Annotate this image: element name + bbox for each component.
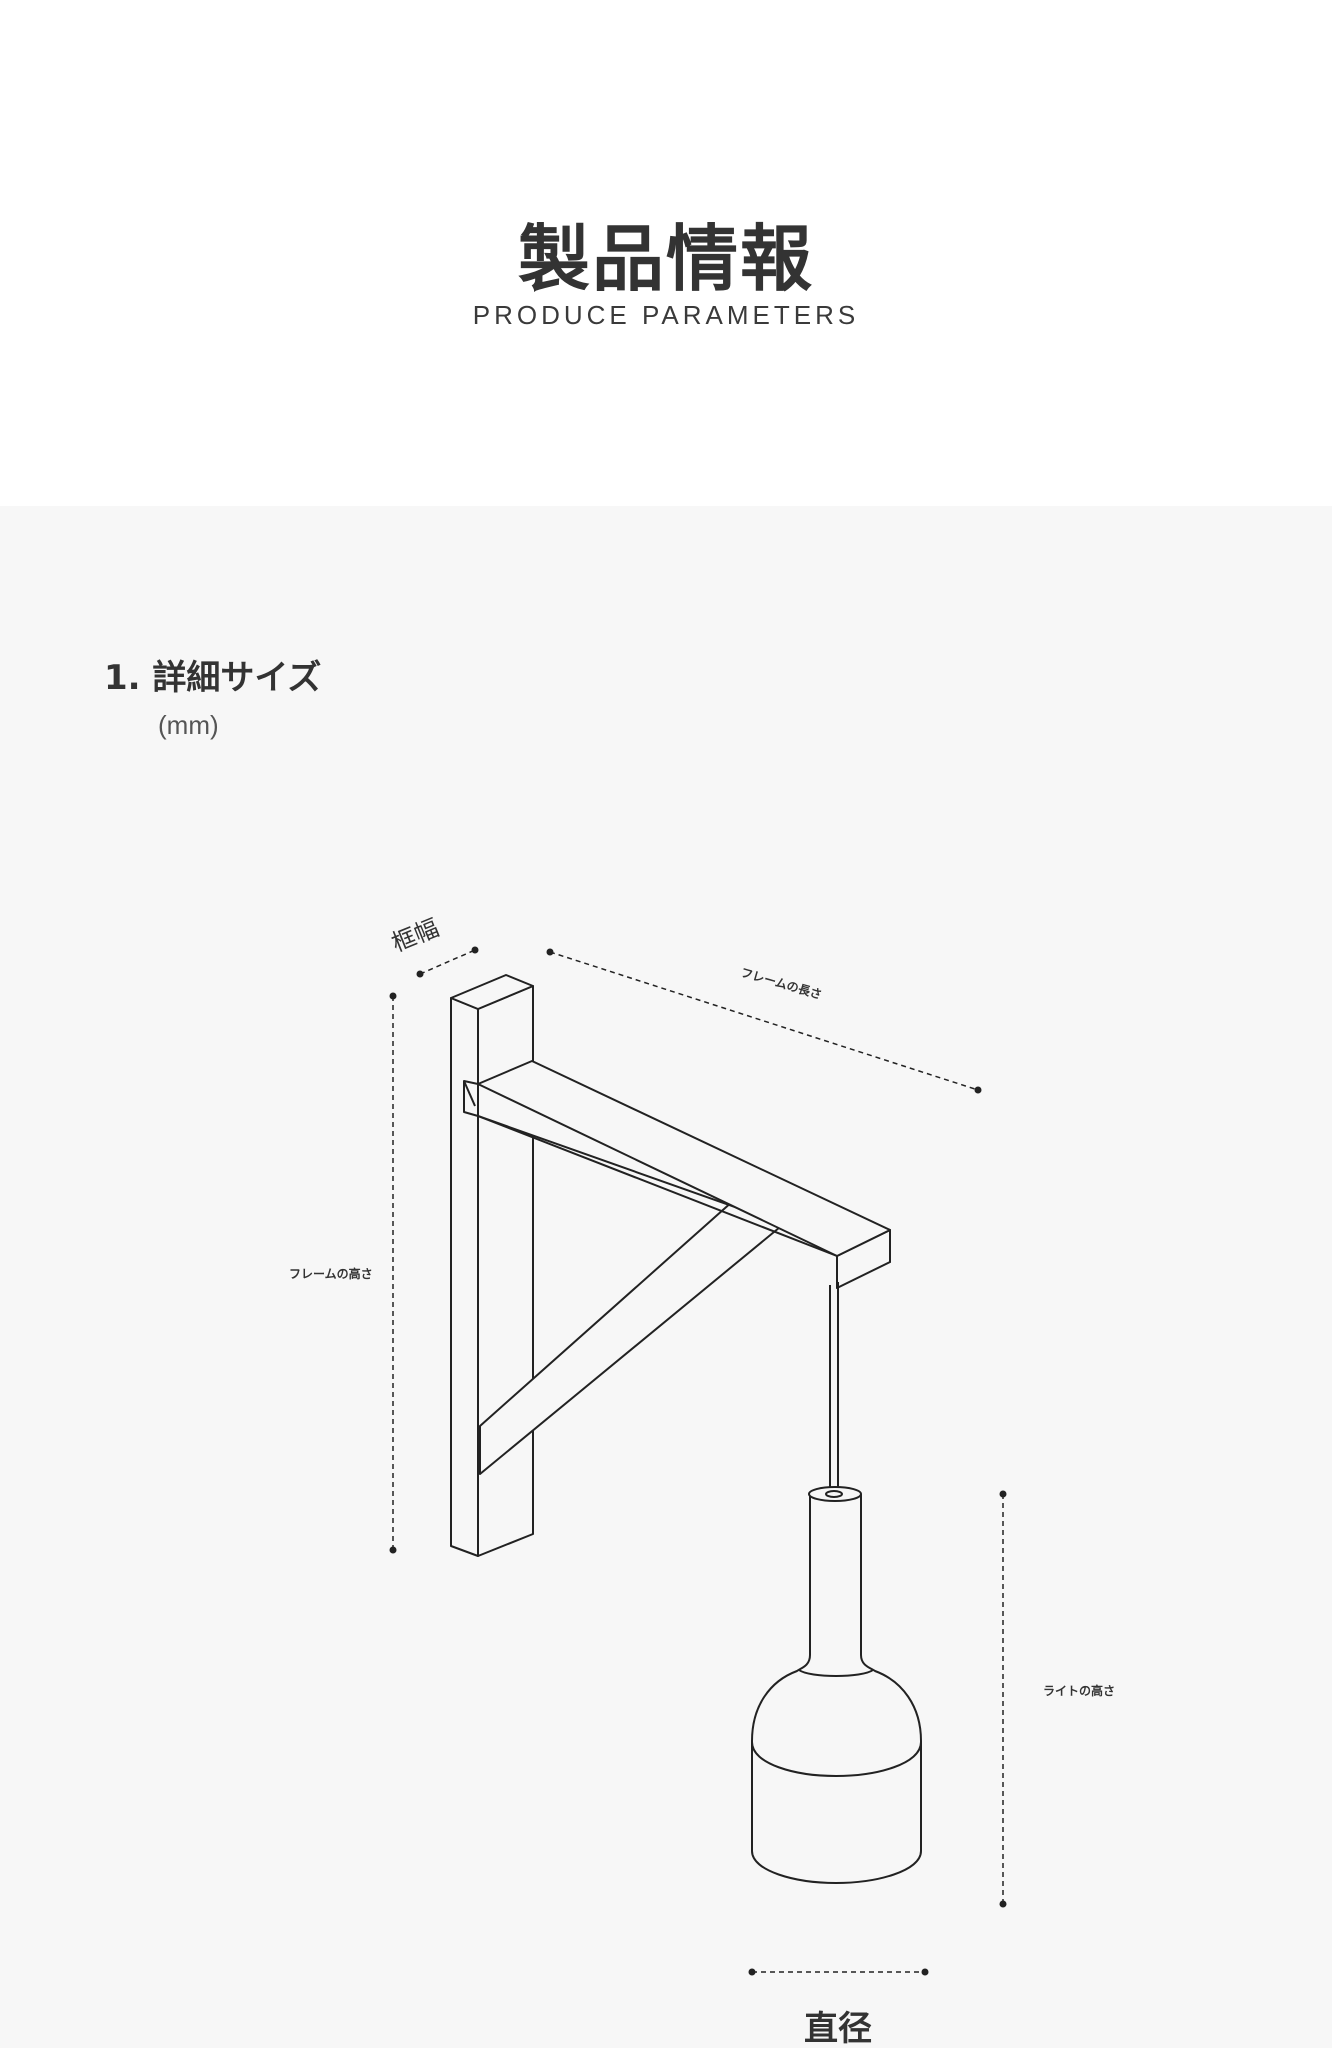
page-title: 製品情報	[517, 217, 814, 301]
lamp-dimension-diagram: 框幅 フレームの長さ フレームの高さ ライトの高さ 直径	[289, 914, 1115, 2048]
frame-height-label: フレームの高さ	[289, 1266, 373, 1281]
horizontal-arm	[463, 1060, 891, 1289]
unit-label: (mm)	[158, 710, 219, 740]
vertical-post	[450, 974, 534, 1557]
dimensions-panel: 1. 詳細サイズ (mm)	[0, 506, 1332, 2048]
diameter-label: 直径	[804, 2009, 872, 2048]
header-section: 製品情報 PRODUCE PARAMETERS	[0, 0, 1332, 506]
lamp-cord	[829, 1282, 839, 1491]
frame-width-label: 框幅	[388, 914, 443, 958]
section-heading: 1. 詳細サイズ	[104, 658, 322, 698]
pendant-lamp	[751, 1486, 922, 1884]
frame-length-label: フレームの長さ	[739, 964, 824, 1001]
page-subtitle: PRODUCE PARAMETERS	[472, 300, 860, 330]
frame-length-dimension	[549, 951, 979, 1091]
light-height-label: ライトの高さ	[1043, 1683, 1115, 1698]
frame-width-dimension	[419, 949, 476, 975]
